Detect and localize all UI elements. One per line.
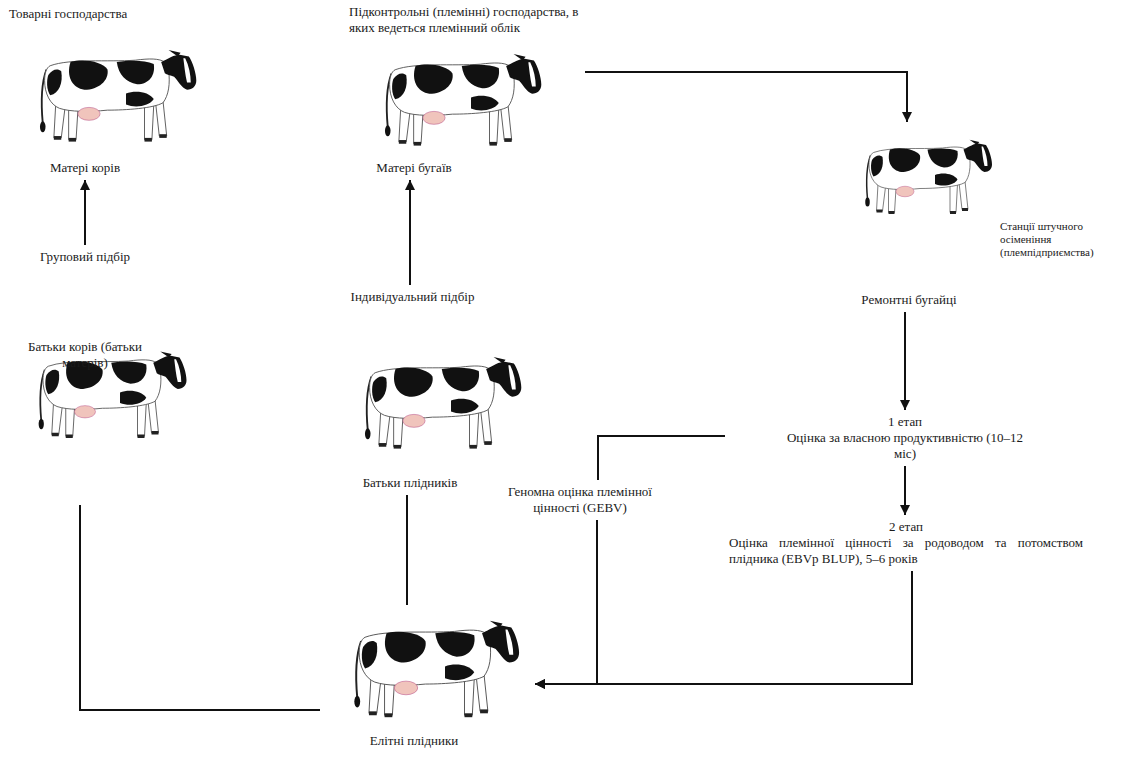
station-label: Станції штучного осіменіння (племпідприє… [1000, 220, 1108, 259]
cow-group: Батьки плідників [330, 335, 490, 495]
selection-label: Індивідуальний підбір [330, 285, 495, 309]
calf-group: Станції штучного осіменіння (племпідприє… [835, 122, 1110, 312]
cow-caption: Матері бугаїв [349, 160, 479, 176]
selection-text: Індивідуальний підбір [334, 289, 491, 305]
stage-text: Оцінка племінної цінності за родоводом т… [729, 535, 1083, 567]
flow-arrow [904, 312, 906, 410]
cow-illustration [39, 351, 187, 438]
genomic-text: Геномна оцінка племінної цінності (GEBV) [494, 484, 666, 516]
cow-caption: Батьки плідників [334, 475, 486, 491]
stage-block: 2 етапОцінка племінної цінності за родов… [725, 515, 1087, 571]
stage-block: 1 етапОцінка за власною продуктивністю (… [725, 410, 1085, 466]
stage-title: 1 етап [729, 414, 1081, 430]
cow-group: Товарні господарстваМатері корів [5, 2, 165, 180]
cow-caption: Елітні плідники [324, 733, 504, 749]
calf-illustration [865, 140, 992, 214]
connector-line [598, 436, 725, 480]
cow-illustration [354, 621, 519, 718]
cow-group: Підконтрольні (племінні) господарства, в… [345, 0, 585, 180]
stage-text: Оцінка за власною продуктивністю (10–12 … [780, 430, 1030, 462]
cow-illustration [385, 54, 541, 146]
genomic-label: Геномна оцінка племінної цінності (GEBV) [490, 480, 670, 520]
flow-arrow [84, 180, 86, 245]
farm-heading: Підконтрольні (племінні) господарства, в… [349, 4, 581, 36]
cow-caption: Ремонтні бугайці [839, 292, 979, 308]
flow-arrow [535, 571, 912, 684]
cow-caption: Матері корів [9, 160, 161, 176]
selection-text: Груповий підбір [39, 249, 131, 265]
cow-illustration [365, 357, 521, 449]
selection-label: Груповий підбір [35, 245, 135, 269]
flow-arrow [535, 520, 597, 684]
connector-line [406, 495, 408, 605]
flow-arrow [904, 466, 906, 515]
cow-caption: Батьки корів (батьки матерів) [25, 339, 145, 371]
farm-heading: Товарні господарства [9, 6, 161, 22]
flow-arrow [409, 180, 411, 285]
flow-arrow [585, 72, 907, 122]
cow-group: Батьки корів (батьки матерів) [5, 335, 165, 505]
cow-illustration [40, 50, 196, 142]
connector-line [80, 505, 320, 710]
cow-group: Елітні плідники [320, 605, 535, 753]
stage-title: 2 етап [729, 519, 1083, 535]
